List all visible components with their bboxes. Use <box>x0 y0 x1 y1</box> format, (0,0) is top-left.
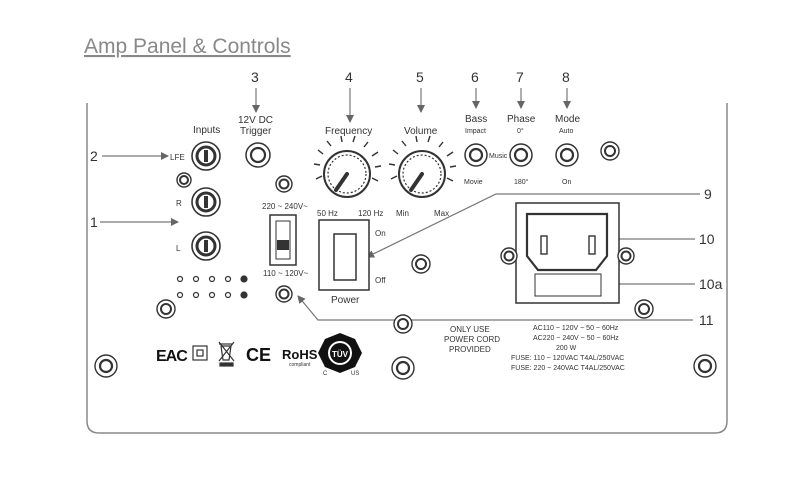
volume-label: Volume <box>404 126 438 137</box>
voltage-low-label: 110 ~ 120V~ <box>263 269 309 278</box>
bass-top-label: Impact <box>465 128 486 135</box>
voltage-high-label: 220 ~ 240V~ <box>262 202 308 211</box>
mode-bottom-label: On <box>562 179 571 186</box>
rohs-mark: RoHS <box>282 347 318 362</box>
callout-5: 5 <box>416 69 424 85</box>
frequency-max-label: 120 Hz <box>358 209 383 218</box>
trigger-label-line1: 12V DC <box>238 115 273 126</box>
volume-min-label: Min <box>396 209 409 218</box>
notice-line3: PROVIDED <box>449 345 491 354</box>
power-switch[interactable] <box>318 219 370 291</box>
spec-line3: 200 W <box>556 345 577 352</box>
bass-mid-label: Music <box>489 153 508 160</box>
weee-bin-icon <box>218 341 235 367</box>
double-insulation-icon <box>192 345 208 361</box>
bass-switch[interactable] <box>464 143 488 167</box>
screw <box>617 247 635 265</box>
eac-mark-text: EAC <box>156 348 188 365</box>
volume-max-label: Max <box>434 209 449 218</box>
inputs-label: Inputs <box>193 125 220 136</box>
callout-9: 9 <box>704 186 712 202</box>
panel-outline <box>86 103 728 434</box>
callout-8: 8 <box>562 69 570 85</box>
screw <box>391 356 415 380</box>
spec-line1: AC110 ~ 120V ~ 50 ~ 60Hz <box>533 325 619 332</box>
l-input-jack[interactable] <box>191 231 221 261</box>
callout-4: 4 <box>345 69 353 85</box>
power-label: Power <box>331 295 360 306</box>
power-inlet-socket[interactable] <box>525 212 609 272</box>
mode-label: Mode <box>555 114 580 125</box>
spec-line5: FUSE: 220 ~ 240VAC T4AL/250VAC <box>511 365 625 372</box>
eac-mark-icon: EAC <box>156 342 189 365</box>
r-input-jack[interactable] <box>191 187 221 217</box>
lfe-input-jack[interactable] <box>191 141 221 171</box>
screw <box>600 141 620 161</box>
vent-holes <box>176 275 248 299</box>
callout-11: 11 <box>699 312 714 328</box>
screw <box>693 354 717 378</box>
page-title: Amp Panel & Controls <box>84 35 291 58</box>
l-label: L <box>176 244 181 253</box>
callout-6: 6 <box>471 69 479 85</box>
frequency-min-label: 50 Hz <box>317 209 338 218</box>
screw <box>94 354 118 378</box>
callout-7: 7 <box>516 69 524 85</box>
frequency-knob[interactable] <box>313 135 382 198</box>
callout-10: 10 <box>699 231 715 247</box>
phase-bottom-label: 180° <box>514 178 529 186</box>
power-off-label: Off <box>375 276 386 285</box>
voltage-selector-switch[interactable] <box>269 214 297 266</box>
callout-10a: 10a <box>699 276 723 292</box>
r-label: R <box>176 199 182 208</box>
screw <box>275 285 293 303</box>
tuv-us-label: US <box>351 371 359 377</box>
callout-1: 1 <box>90 214 98 230</box>
notice-line1: ONLY USE <box>450 325 490 334</box>
screw <box>411 254 431 274</box>
trigger-label-line2: Trigger <box>240 126 272 137</box>
tuv-mark-text: TÜV <box>332 350 349 359</box>
volume-knob[interactable] <box>388 135 457 198</box>
mode-switch[interactable] <box>555 143 579 167</box>
bass-label: Bass <box>465 114 487 125</box>
lfe-label: LFE <box>170 153 185 162</box>
tuv-c-label: C <box>323 371 328 377</box>
screw <box>176 172 192 188</box>
ce-mark: CE <box>246 345 271 365</box>
phase-switch[interactable] <box>509 143 533 167</box>
phase-label: Phase <box>507 114 536 125</box>
rohs-compliant-label: compliant <box>289 362 311 368</box>
screw <box>393 314 413 334</box>
callout-3: 3 <box>251 69 259 85</box>
power-on-label: On <box>375 229 386 238</box>
phase-top-label: 0° <box>517 127 524 135</box>
callout-2: 2 <box>90 148 98 164</box>
screw <box>275 175 293 193</box>
bass-bottom-label: Movie <box>464 179 483 186</box>
screw <box>500 247 518 265</box>
screw <box>156 299 176 319</box>
notice-line2: POWER CORD <box>444 335 500 344</box>
spec-line2: AC220 ~ 240V ~ 50 ~ 60Hz <box>533 335 619 342</box>
tuv-mark-icon <box>318 333 362 373</box>
trigger-jack[interactable] <box>245 142 271 168</box>
frequency-label: Frequency <box>325 126 372 137</box>
screw <box>634 299 654 319</box>
callout-arrows <box>100 88 700 321</box>
mode-top-label: Auto <box>559 128 574 135</box>
spec-line4: FUSE: 110 ~ 120VAC T4AL/250VAC <box>511 355 624 362</box>
fuse-holder[interactable] <box>534 273 602 297</box>
